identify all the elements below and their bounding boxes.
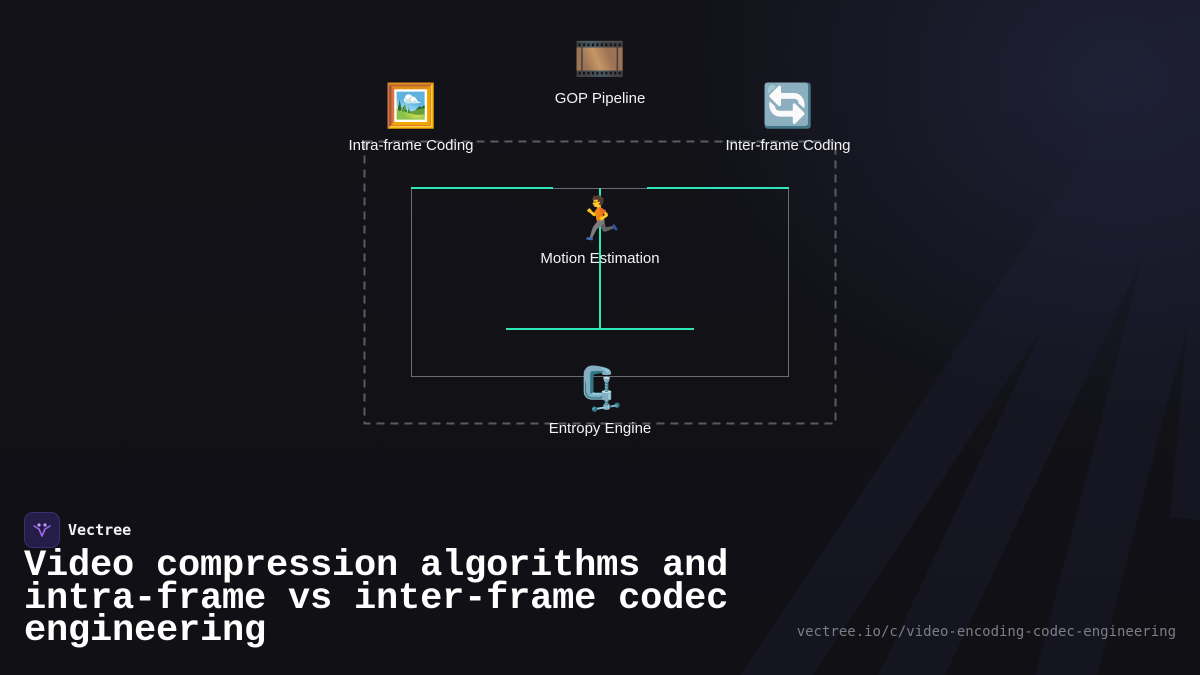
- clamp-icon: 🗜️: [573, 367, 627, 413]
- node-label: Intra-frame Coding: [348, 137, 474, 154]
- node-gop-pipeline: 🎞️ GOP Pipeline: [555, 36, 646, 108]
- page-title: Video compression algorithms and intra-f…: [24, 545, 729, 652]
- node-entropy-engine: 🗜️ Entropy Engine: [549, 366, 652, 438]
- film-strip-icon: 🎞️: [573, 37, 627, 83]
- dashed-group-frame: [363, 140, 837, 425]
- node-label: Motion Estimation: [540, 250, 660, 267]
- counterclockwise-arrows-icon: 🔄: [761, 84, 815, 130]
- person-running-icon: 🏃: [573, 197, 627, 243]
- node-label: Inter-frame Coding: [725, 137, 851, 154]
- brand-name: Vectree: [68, 521, 132, 539]
- node-motion-estimation: 🏃 Motion Estimation: [540, 196, 659, 268]
- node-inter-frame-coding: 🔄 Inter-frame Coding: [725, 83, 850, 155]
- brand: Vectree: [24, 512, 131, 548]
- vectree-logo-icon: [24, 512, 60, 548]
- framed-picture-icon: 🖼️: [384, 84, 438, 130]
- node-label: GOP Pipeline: [554, 90, 646, 107]
- node-intra-frame-coding: 🖼️ Intra-frame Coding: [348, 83, 473, 155]
- node-label: Entropy Engine: [548, 420, 652, 437]
- source-url[interactable]: vectree.io/c/video-encoding-codec-engine…: [796, 624, 1176, 640]
